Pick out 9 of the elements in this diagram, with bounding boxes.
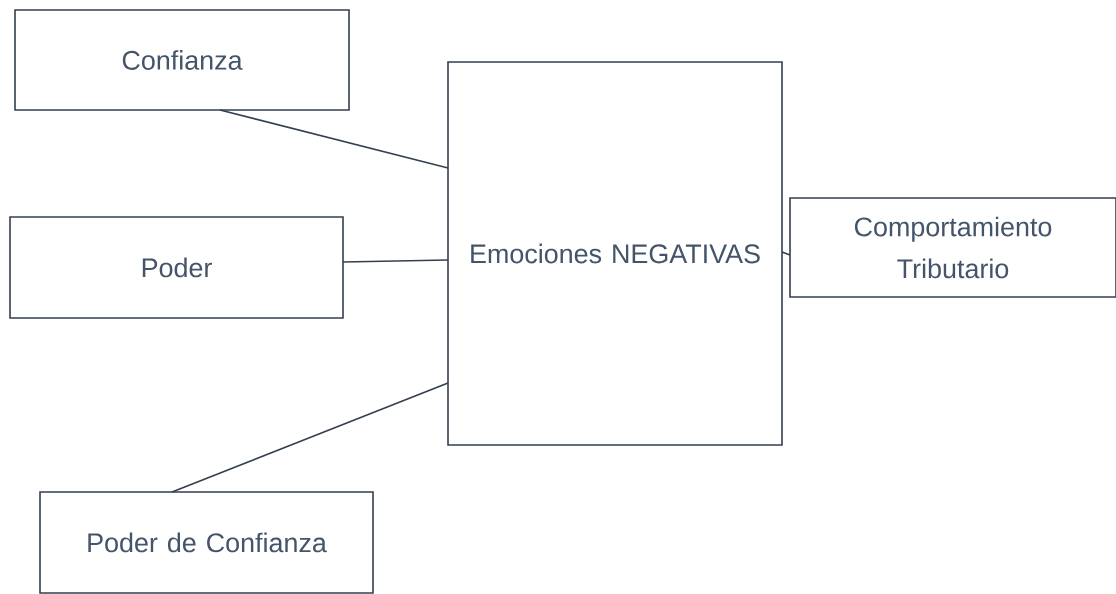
box: Poder <box>9 216 344 319</box>
connector-line <box>342 259 449 263</box>
box: Emociones NEGATIVAS <box>447 61 783 446</box>
connector-line <box>219 109 449 169</box>
connector-line <box>781 251 791 256</box>
box: Poder de Confianza <box>39 491 374 594</box>
box: Confianza <box>14 9 350 111</box>
box: Comportamiento Tributario <box>789 197 1116 298</box>
connector-line <box>171 382 449 493</box>
